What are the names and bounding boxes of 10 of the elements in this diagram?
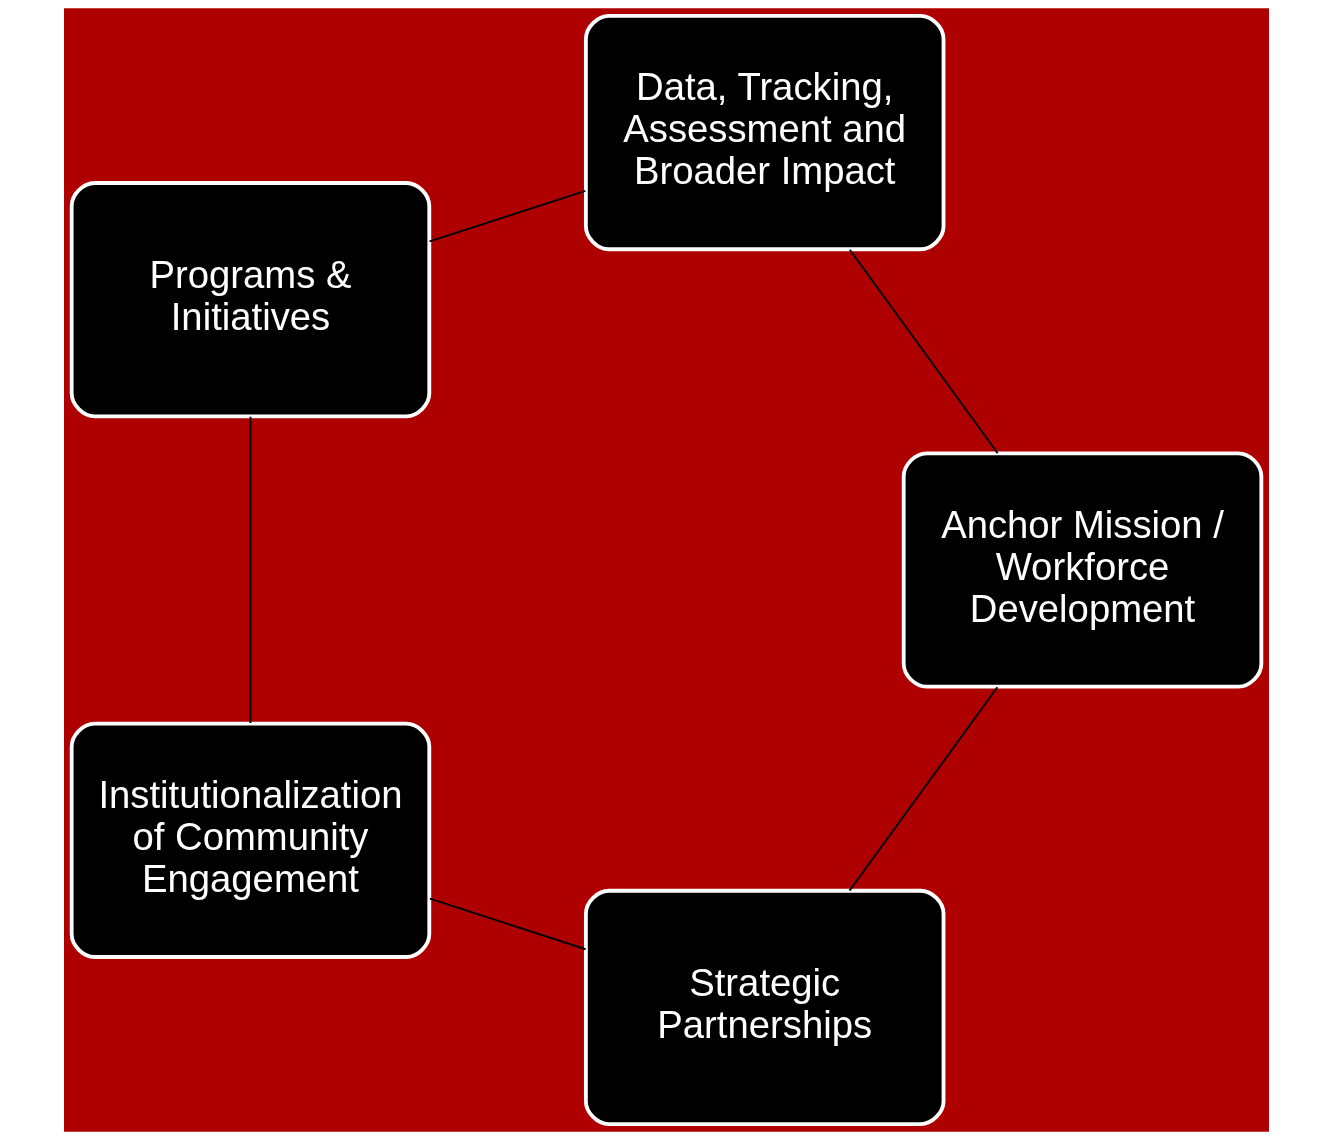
node-box: Strategic Partnerships [583,888,945,1126]
connector [428,897,587,951]
node-box: Programs & Initiatives [69,181,431,419]
connector [428,189,586,243]
connector [848,248,999,455]
connector [848,686,998,892]
connector [249,415,251,724]
node-box: Data, Tracking, Assessment and Broader Impact [583,14,945,252]
node-box: Anchor Mission / Workforce Development [901,451,1263,689]
node-box: Institutionalization of Community Engagement [69,721,431,959]
